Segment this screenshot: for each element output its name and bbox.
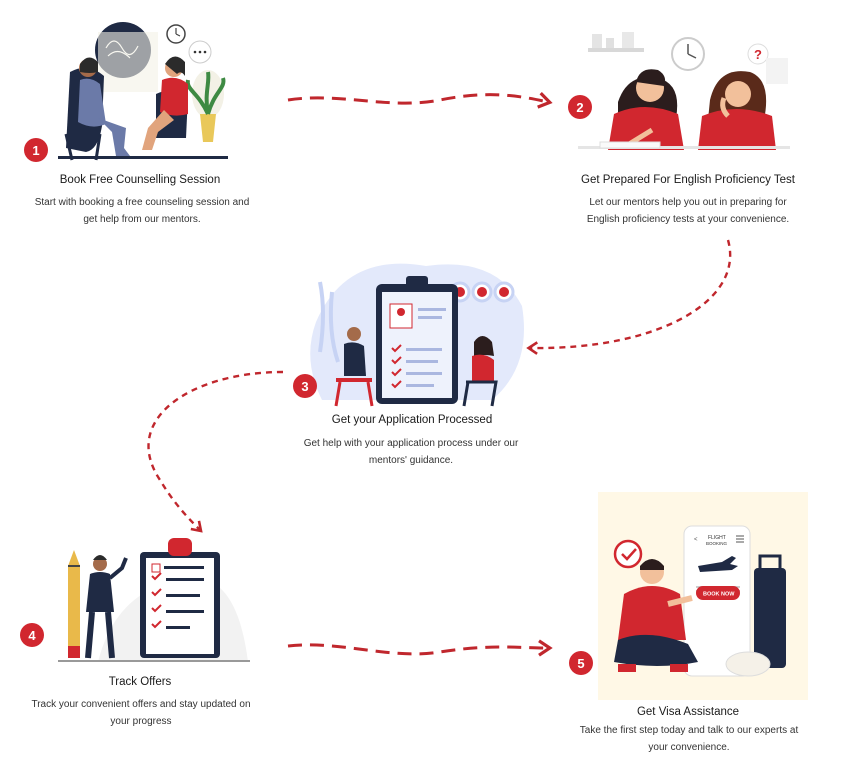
connector-3-to-4: [147, 370, 284, 533]
clock-icon: [166, 24, 186, 44]
step-description: Take the first step today and talk to ou…: [579, 725, 799, 753]
step-number-badge: 1: [24, 138, 48, 162]
counselling-illustration: [58, 22, 228, 161]
airplane-icon: [698, 556, 738, 572]
step-title: Get Visa Assistance: [636, 706, 740, 718]
checkmark-icon: [613, 539, 643, 569]
svg-text:BOOKING: BOOKING: [706, 541, 728, 546]
connector-1-to-2: [287, 91, 553, 109]
book-now-button: [696, 586, 740, 600]
luggage-icon: [754, 568, 786, 668]
track-offers-illustration: [58, 538, 250, 662]
step-description: Track your convenient offers and stay up…: [31, 699, 251, 727]
svg-text:BOOK NOW: BOOK NOW: [703, 592, 735, 598]
step-description: Let our mentors help you out in preparin…: [586, 197, 790, 225]
connector-4-to-5: [287, 639, 553, 657]
application-illustration: [310, 263, 524, 407]
english-test-illustration: ?: [578, 32, 790, 150]
step-title: Get your Application Processed: [331, 414, 493, 426]
svg-text:?: ?: [754, 47, 762, 62]
step-title: Get Prepared For English Proficiency Tes…: [581, 174, 795, 186]
pencil-icon: [68, 550, 80, 656]
shelf-icon: [588, 48, 644, 52]
hat-icon: [725, 651, 771, 677]
svg-text:FLIGHT: FLIGHT: [708, 535, 726, 541]
step-number-badge: 2: [568, 95, 592, 119]
question-mark-icon: [747, 43, 769, 65]
step-description: Start with booking a free counseling ses…: [34, 197, 250, 225]
step-title: Track Offers: [108, 676, 172, 688]
step-number-badge: 3: [293, 374, 317, 398]
svg-text:<: <: [694, 537, 698, 543]
connector-2-to-3: [526, 239, 732, 355]
visa-assistance-illustration: < FLIGHT BOOKING BOOK NOW: [598, 492, 808, 700]
step-description: Get help with your application process u…: [303, 438, 519, 466]
step-number-badge: 4: [20, 623, 44, 647]
step-number-badge: 5: [569, 651, 593, 675]
step-title: Book Free Counselling Session: [59, 174, 221, 186]
plant-pot-icon: [200, 114, 216, 142]
